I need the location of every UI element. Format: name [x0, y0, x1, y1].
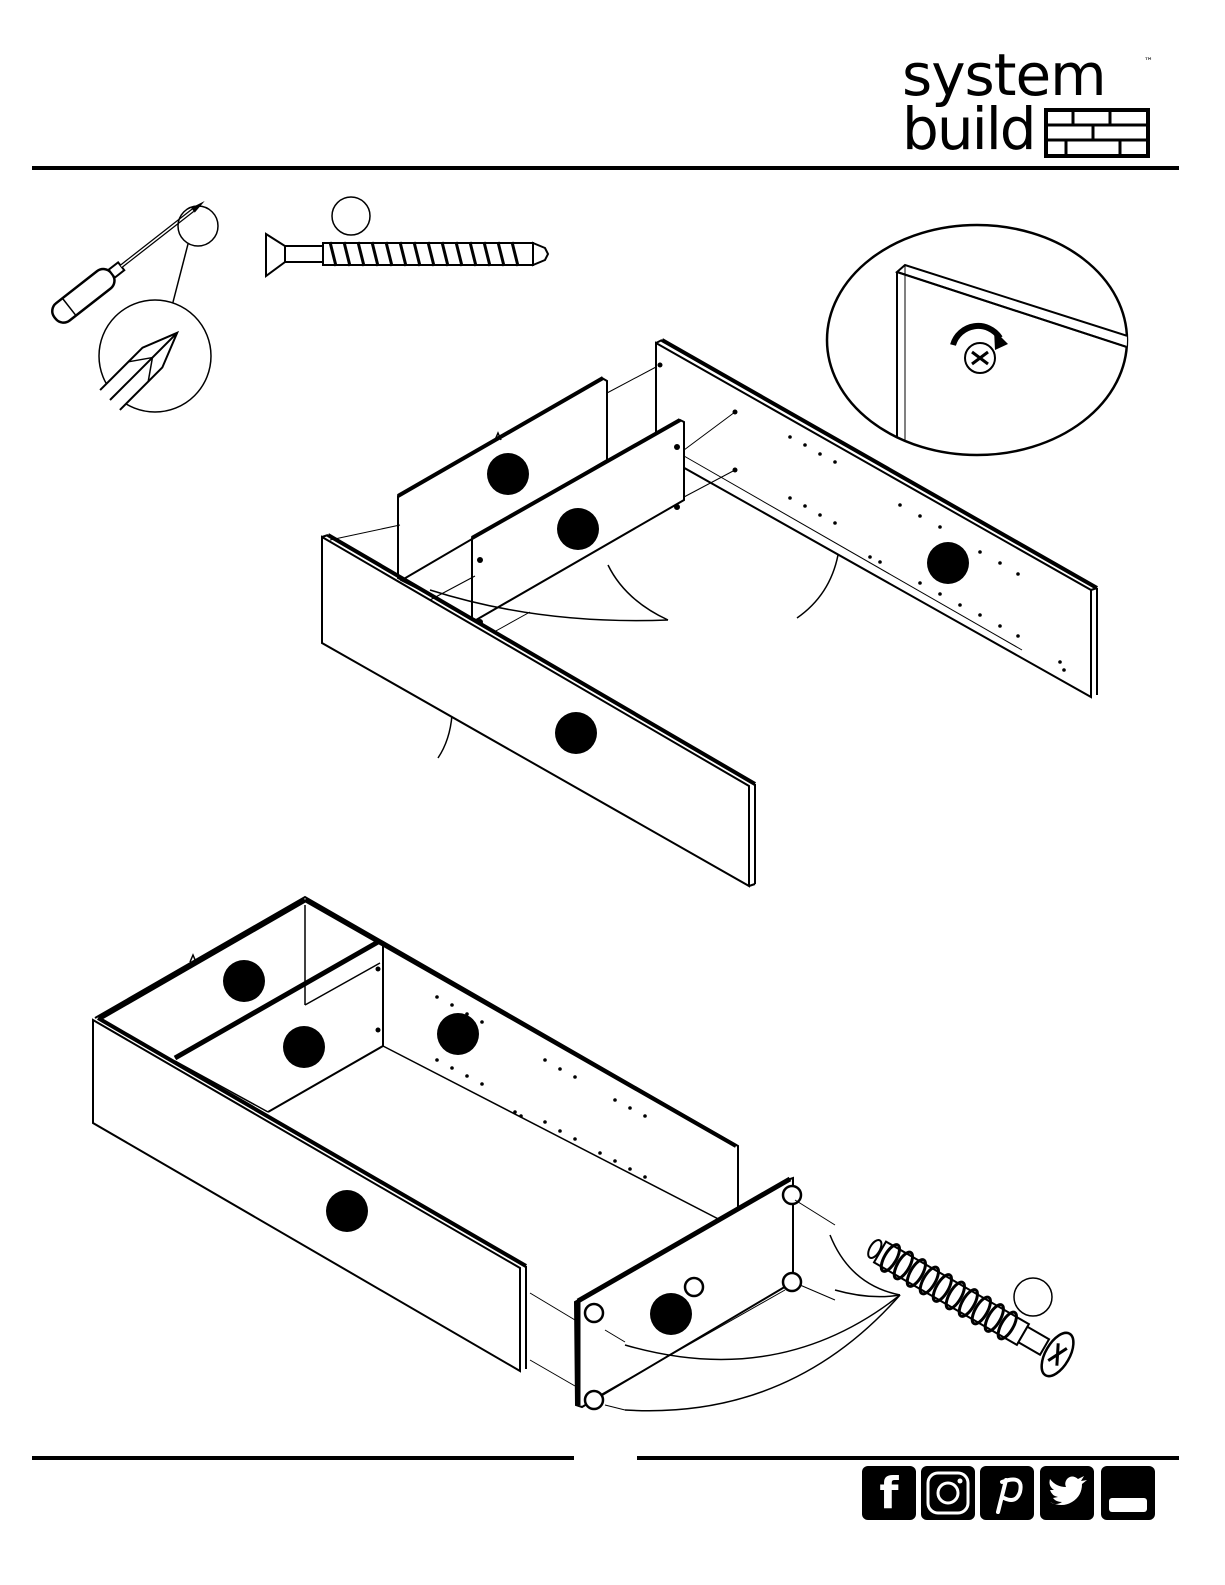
pinterest-icon[interactable]: [980, 1466, 1034, 1520]
facebook-icon[interactable]: f: [862, 1466, 916, 1520]
youtube-icon[interactable]: [1101, 1466, 1155, 1520]
facebook-glyph: f: [879, 1468, 898, 1519]
twitter-icon[interactable]: [1040, 1466, 1094, 1520]
instagram-icon[interactable]: [921, 1466, 975, 1520]
footer-rule-right: [637, 1456, 1179, 1460]
footer-rule-left: [32, 1456, 574, 1460]
